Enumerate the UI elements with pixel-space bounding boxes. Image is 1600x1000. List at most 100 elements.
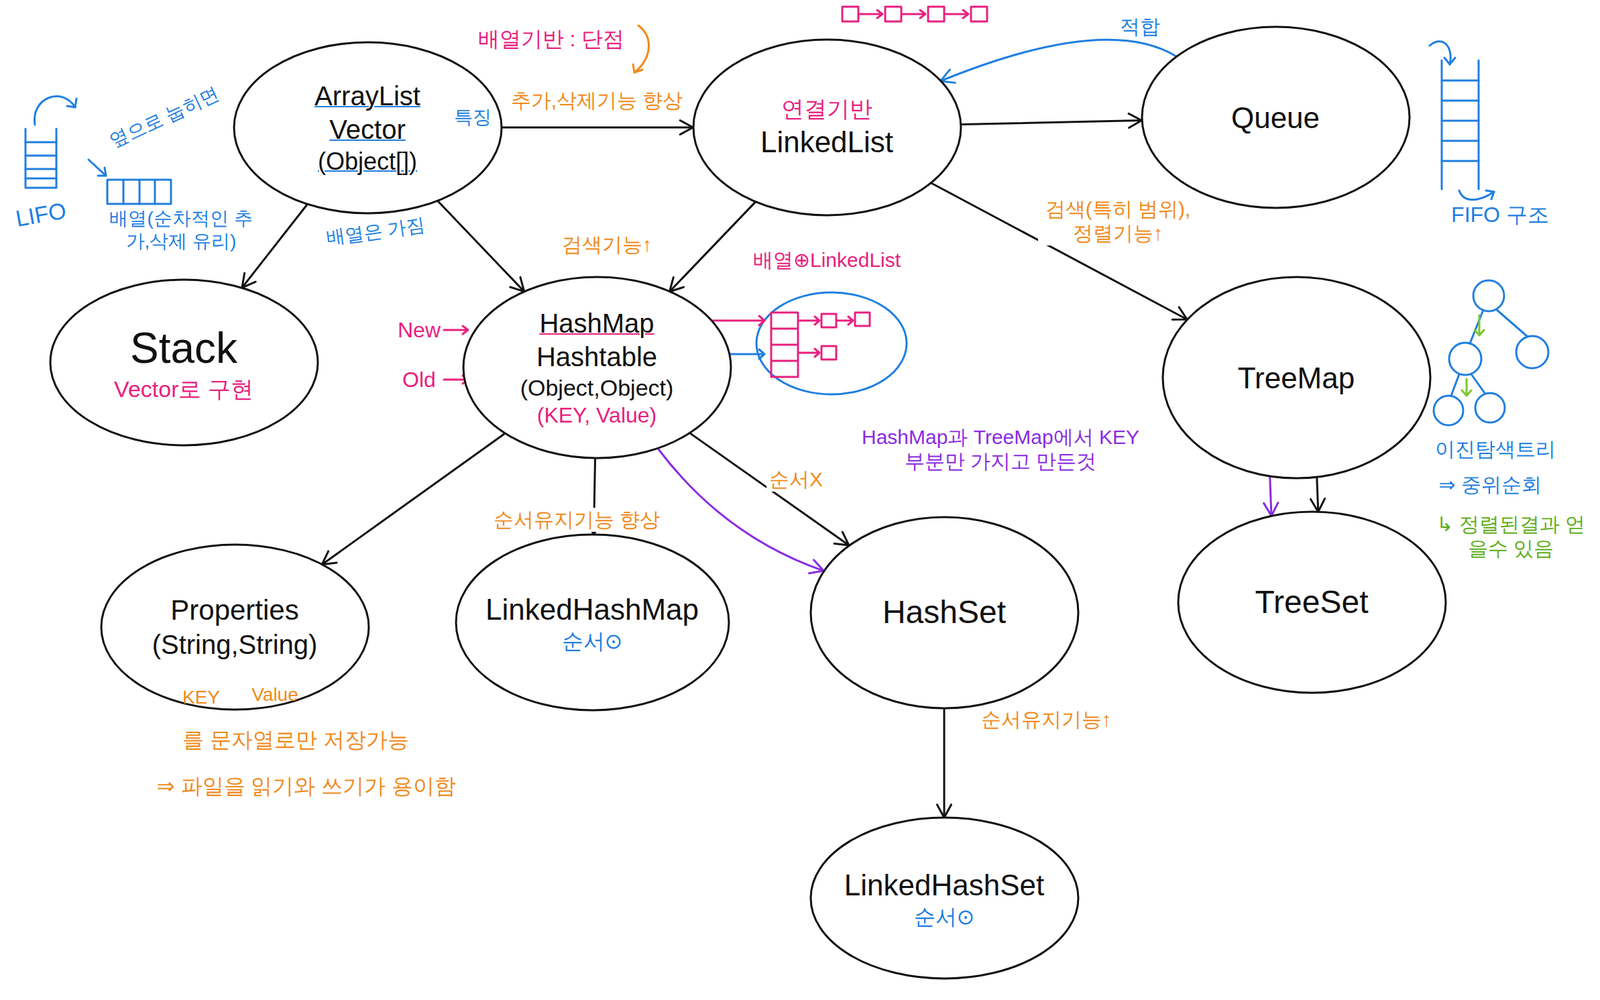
queue-sketch [1429, 41, 1495, 200]
connector-line [1270, 476, 1272, 516]
note-label: ⇒ 중위순회 [1435, 472, 1544, 497]
note-label: 배열(순차적인 추가,삭제 유리) [101, 207, 261, 253]
node-content: TreeMap [1237, 359, 1355, 397]
note-label: HashMap과 TreeMap에서 KEY부분만 가지고 만든것 [856, 425, 1145, 474]
arrow-head [510, 276, 525, 292]
node-content: LinkedHashSet순서⊙ [844, 866, 1045, 931]
node-text: (String,String) [152, 627, 318, 662]
connector-arrow [321, 433, 505, 565]
note-label: 배열⊕LinkedList [750, 248, 904, 273]
collection-ellipse: 연결기반LinkedList [692, 38, 963, 217]
note-label: 특징 [451, 105, 495, 129]
connector-line [940, 39, 1177, 82]
connector-arrow [940, 39, 1177, 83]
node-text: LinkedHashMap [485, 590, 699, 628]
node-text: HashMap [539, 306, 654, 340]
node-text: Properties [170, 592, 299, 629]
connector-arrow [936, 708, 951, 819]
note-label: New [394, 317, 444, 343]
note-label: ↳ 정렬된결과 얻을수 있음 [1427, 512, 1594, 561]
ellipse-shape [1141, 26, 1410, 208]
node-text: Hashtable [536, 339, 658, 374]
ellipse-shape [234, 42, 502, 214]
connector-arrow [1264, 476, 1279, 516]
note-label: Value [248, 683, 302, 707]
collection-ellipse: StackVector로 구현 [48, 278, 320, 447]
note-label: KEY [179, 686, 223, 709]
note-label: ⇒ 파일을 읽기와 쓰기가 용이함 [154, 773, 459, 799]
arrow-head [669, 276, 684, 292]
node-content: ArrayListVector(Object[]) [314, 79, 421, 177]
ellipse-shape [455, 534, 729, 711]
collection-ellipse: LinkedHashMap순서⊙ [454, 533, 731, 712]
arrow-head [1264, 502, 1279, 517]
node-text: Stack [130, 321, 238, 375]
collection-ellipse: Queue [1140, 25, 1411, 210]
note-label: 를 문자열로만 저장가능 [179, 726, 412, 753]
arrow-head [834, 531, 849, 546]
node-text: 순서⊙ [913, 903, 976, 931]
edge-label: 순서X [766, 467, 826, 492]
node-text: (Object,Object) [520, 373, 674, 403]
node-content: StackVector로 구현 [113, 321, 254, 404]
edge-label: 적합 [1117, 14, 1163, 39]
node-text: 연결기반 [781, 94, 873, 124]
linked-nodes-sketch [842, 6, 988, 22]
node-text: HashSet [882, 592, 1006, 633]
connector-arrow [669, 201, 756, 292]
note-label: 배열기반 : 단점 [475, 26, 628, 52]
node-content: Properties(String,String) [152, 592, 318, 662]
arrow-head [1172, 307, 1187, 320]
collection-ellipse: TreeMap [1161, 275, 1432, 480]
note-arrow [633, 25, 649, 73]
node-content: Queue [1231, 99, 1320, 137]
arrow-head [809, 559, 825, 574]
arrow-head [936, 804, 951, 818]
collection-ellipse: HashMapHashtable(Object,Object)(KEY, Val… [462, 275, 733, 460]
ellipse-shape [463, 276, 731, 459]
edge-label: 순서유지기능↑ [978, 707, 1115, 732]
note-label: LIFO [10, 196, 71, 234]
edge-label: 순서유지기능 향상 [490, 507, 663, 532]
node-content: HashSet [882, 592, 1006, 633]
arrow-head [1310, 498, 1325, 512]
ellipse-shape [1162, 276, 1431, 479]
node-text: LinkedHashSet [844, 866, 1045, 904]
connector-line [321, 433, 505, 565]
node-content: LinkedHashMap순서⊙ [485, 590, 699, 655]
note-label: FIFO 구조 [1448, 201, 1552, 228]
tree-sketch [1433, 280, 1549, 426]
connector-arrow [1310, 476, 1325, 512]
ellipse-shape [693, 39, 961, 216]
node-content: TreeSet [1255, 582, 1369, 623]
node-text: TreeMap [1237, 359, 1355, 397]
arrow-head [679, 120, 693, 135]
collection-ellipse: TreeSet [1176, 510, 1448, 695]
connector-line [657, 447, 825, 571]
ellipse-outline [99, 543, 371, 711]
ellipse-shape [1178, 511, 1446, 693]
node-text: (Object[]) [317, 146, 418, 177]
ellipse-shape [810, 517, 1079, 709]
node-text: ArrayList [314, 79, 421, 113]
node-text: LinkedList [760, 123, 894, 161]
node-text: Queue [1231, 99, 1320, 137]
connector-line [689, 432, 849, 546]
collection-ellipse: Properties(String,String) [99, 543, 371, 711]
connector-arrow [437, 200, 525, 292]
arrow-head [321, 551, 337, 565]
edge-label: 검색(특히 범위), 정렬기능↑ [1038, 197, 1198, 246]
connector-line [960, 120, 1142, 125]
edge-label: 검색기능↑ [559, 232, 656, 257]
connector-line [501, 126, 694, 129]
note-label: 배열은 가짐 [322, 213, 430, 251]
connector-arrow [960, 113, 1142, 128]
connector-line [437, 200, 525, 292]
edge-label: 추가,삭제기능 향상 [508, 88, 687, 113]
connector-arrow [501, 120, 694, 135]
node-text: (KEY, Value) [537, 401, 657, 429]
connector-arrow [689, 432, 849, 546]
note-label: Old [399, 366, 439, 393]
